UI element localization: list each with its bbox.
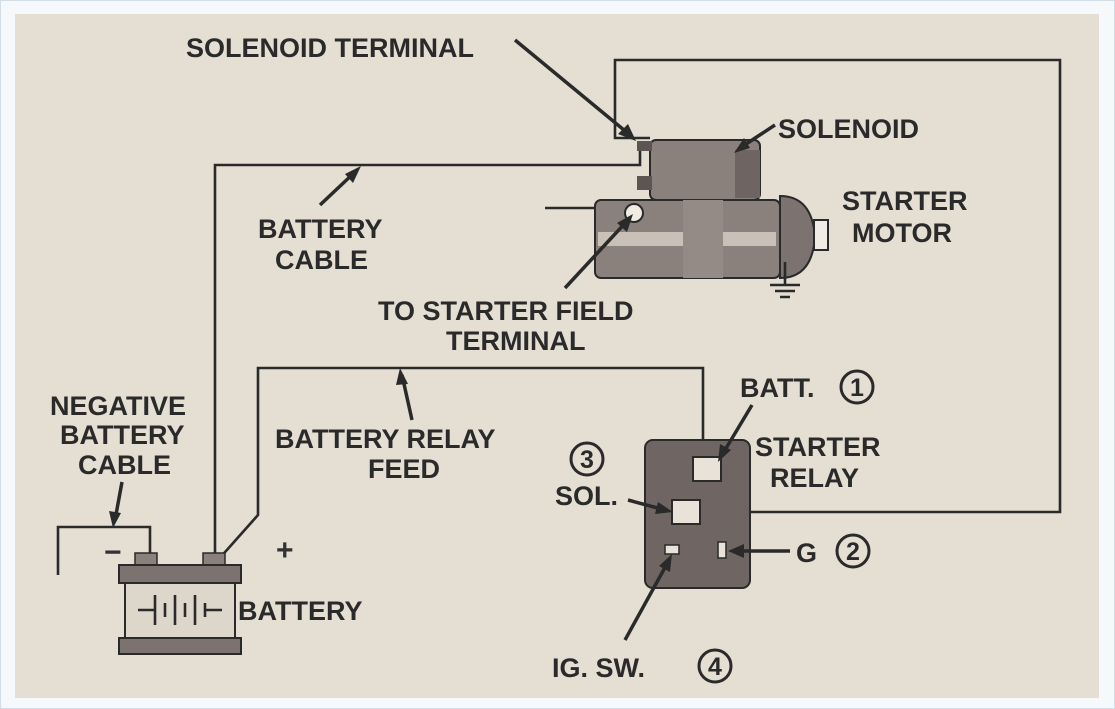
negative-battery-cable-label-3: CABLE <box>78 450 171 480</box>
battery-cable-wire <box>213 150 642 560</box>
svg-text:1: 1 <box>850 374 864 402</box>
negative-battery-cable-label-2: BATTERY <box>60 420 185 450</box>
solenoid-terminal-wire <box>613 58 1062 514</box>
solenoid-terminal-label: SOLENOID TERMINAL <box>186 33 474 63</box>
ig-sw-pointer <box>623 561 670 641</box>
negative-battery-cable-label-1: NEGATIVE <box>50 391 186 421</box>
to-starter-field-label-1: TO STARTER FIELD <box>378 296 634 326</box>
svg-text:3: 3 <box>580 446 594 474</box>
starter-relay-label-2: RELAY <box>770 463 859 493</box>
batt-label: BATT. <box>740 373 815 403</box>
battery-relay-feed-wire <box>217 366 705 561</box>
battery-relay-feed-label-1: BATTERY RELAY <box>275 424 496 454</box>
battery-cable-label-1: BATTERY <box>258 214 383 244</box>
starter-motor-label-2: MOTOR <box>852 218 952 248</box>
starter-relay <box>644 439 751 589</box>
terminal-number-3: 3 <box>569 441 605 477</box>
terminal-number-2: 2 <box>835 533 871 569</box>
solenoid-label: SOLENOID <box>778 114 919 144</box>
svg-text:2: 2 <box>846 538 860 566</box>
battery-cable-label-2: CABLE <box>275 245 368 275</box>
solenoid-terminal-pointer <box>513 38 632 137</box>
starter-motor <box>594 139 829 299</box>
negative-battery-cable-wire <box>56 525 152 575</box>
sol-label: SOL. <box>555 481 618 511</box>
svg-text:4: 4 <box>708 653 722 681</box>
starter-motor-label-1: STARTER <box>842 186 968 216</box>
negative-terminal-sign: − <box>104 536 122 569</box>
terminal-number-4: 4 <box>697 648 733 684</box>
battery-relay-feed-label-2: FEED <box>368 454 440 484</box>
positive-terminal-sign: + <box>276 534 294 567</box>
starter-field-pointer <box>563 218 630 290</box>
batt-pointer <box>720 404 754 456</box>
g-label: G <box>796 538 817 568</box>
ig-sw-label: IG. SW. <box>552 653 645 683</box>
terminal-number-1: 1 <box>839 369 875 405</box>
to-starter-field-label-2: TERMINAL <box>446 326 585 356</box>
battery <box>118 552 242 655</box>
starter-relay-label-1: STARTER <box>755 432 881 462</box>
battery-label: BATTERY <box>238 596 363 626</box>
